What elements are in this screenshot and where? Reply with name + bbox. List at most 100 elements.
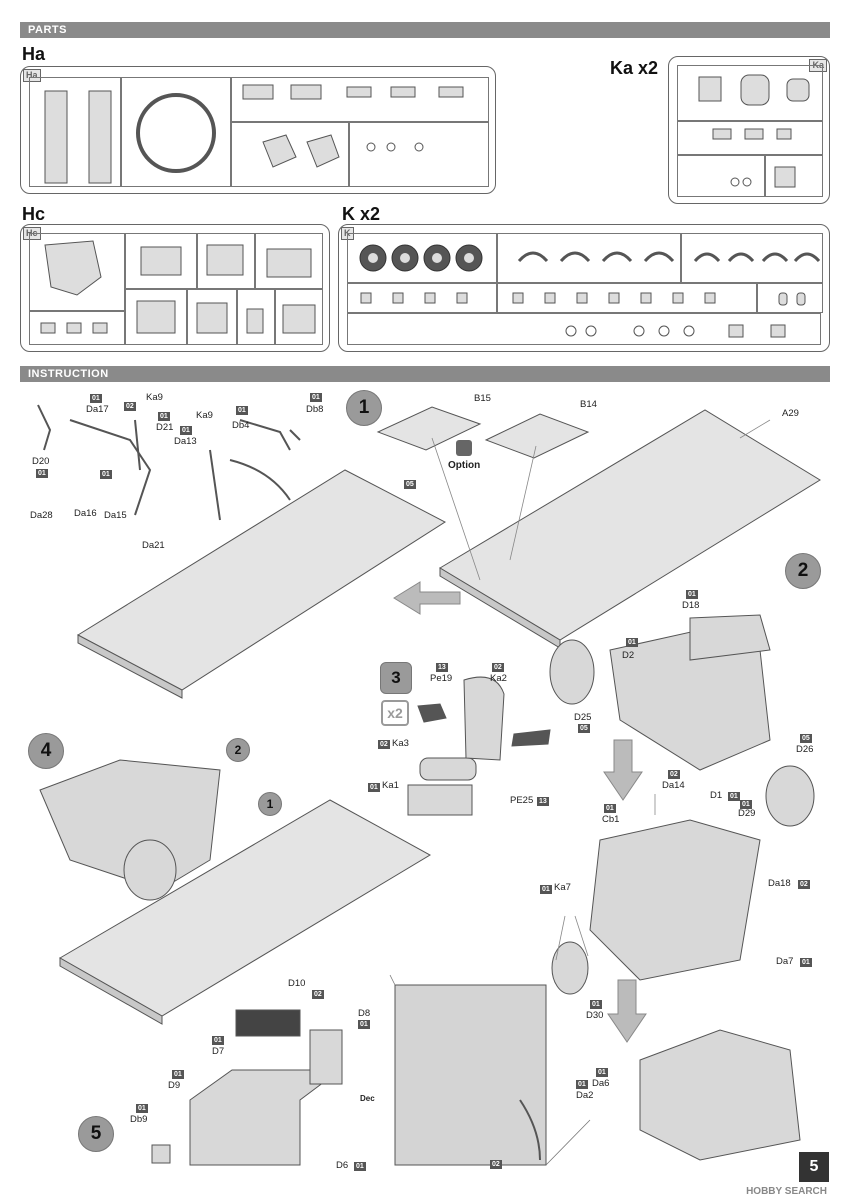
sprue-ha-title: Ha — [22, 44, 46, 64]
part-label-db4: Db4 — [232, 420, 250, 431]
part-code: 01 — [310, 393, 322, 402]
sprue-hc-cell — [29, 233, 125, 311]
sprue-hc-cell — [29, 311, 125, 345]
part-label-ka2: Ka2 — [490, 673, 507, 684]
sprue-ka-parts-drawing — [698, 74, 810, 188]
sprue-ka-frame: Ka — [668, 56, 830, 204]
part-label-d9: D9 — [168, 1080, 181, 1091]
part-code: 01 — [626, 638, 638, 647]
part-label-d2: D2 — [622, 650, 635, 661]
part-code: 01 — [180, 426, 192, 435]
part-label-db9: Db9 — [130, 1114, 148, 1125]
sprue-k-cell — [497, 233, 681, 283]
sprue-k-cell — [347, 313, 821, 345]
part-label-da17: Da17 — [86, 404, 109, 415]
sprue-ka-cell — [677, 155, 765, 197]
part-code: 01 — [90, 394, 102, 403]
sprue-k-parts-drawing — [359, 244, 821, 338]
step-3-multiplier: x2 — [381, 700, 409, 726]
subassembly-ref-1: 1 — [258, 792, 282, 816]
sprue-ha-cell — [231, 77, 489, 122]
part-code: 01 — [740, 800, 752, 809]
step-2-number: 2 — [785, 553, 821, 589]
part-label-b15: B15 — [474, 393, 491, 404]
part-code: 01 — [368, 783, 380, 792]
part-label-b14: B14 — [580, 399, 597, 410]
sprue-hc-cell — [197, 233, 255, 289]
part-label-d7: D7 — [212, 1046, 225, 1057]
part-code: 05 — [800, 734, 812, 743]
part-code: 02 — [798, 880, 810, 889]
part-code: 01 — [354, 1162, 366, 1171]
step-5-number: 5 — [78, 1116, 114, 1152]
part-code: 02 — [492, 663, 504, 672]
part-code: 01 — [686, 590, 698, 599]
sprue-k-title: K x2 — [342, 204, 381, 224]
part-label-pe19: Pe19 — [430, 673, 453, 684]
sprue-hc-frame: Hc — [20, 224, 330, 352]
sprue-hc-cell — [125, 233, 197, 289]
part-code: 01 — [136, 1104, 148, 1113]
part-label-ka9: Ka9 — [196, 410, 213, 421]
part-label-da6: Da6 — [592, 1078, 610, 1089]
part-label-da16: Da16 — [74, 508, 97, 519]
part-code: 01 — [590, 1000, 602, 1009]
part-code: 01 — [358, 1020, 370, 1029]
parts-header: PARTS — [20, 22, 830, 38]
part-label-d26: D26 — [796, 744, 814, 755]
sprue-k-cell — [757, 283, 823, 313]
part-code: 13 — [436, 663, 448, 672]
part-label-pe25: PE25 — [510, 795, 534, 806]
part-label-d8: D8 — [358, 1008, 371, 1019]
part-label-da14: Da14 — [662, 780, 685, 791]
sprue-ha-cell — [29, 77, 121, 187]
part-label-da2: Da2 — [576, 1090, 594, 1101]
sprue-hc-cell — [255, 233, 323, 289]
sprue-hc-cell — [125, 289, 187, 345]
part-code: 01 — [172, 1070, 184, 1079]
part-label-d21: D21 — [156, 422, 174, 433]
part-code: 01 — [540, 885, 552, 894]
part-code: 02 — [490, 1160, 502, 1169]
part-code: 02 — [312, 990, 324, 999]
part-label-db8: Db8 — [306, 404, 324, 415]
watermark-text: HOBBY SEARCH — [746, 1186, 827, 1197]
part-label-d29: D29 — [738, 808, 756, 819]
sprue-k-cell — [681, 233, 823, 283]
part-label-ka9: Ka9 — [146, 392, 163, 403]
part-code: 01 — [596, 1068, 608, 1077]
part-code: 05 — [578, 724, 590, 733]
sprue-ka-title: Ka x2 — [610, 58, 659, 78]
sprue-ka-cell — [677, 121, 823, 155]
sprue-ha-parts-drawing — [44, 84, 464, 184]
part-label-d30: D30 — [586, 1010, 604, 1021]
sprue-ha-frame: Ha — [20, 66, 496, 194]
part-code: 01 — [100, 470, 112, 479]
step-1-number: 1 — [346, 390, 382, 426]
part-code: 01 — [212, 1036, 224, 1045]
subassembly-ref-2: 2 — [226, 738, 250, 762]
part-code: 01 — [158, 412, 170, 421]
part-code: 01 — [36, 469, 48, 478]
sprue-hc-parts-drawing — [40, 240, 316, 334]
sprue-ka-cell — [677, 65, 823, 121]
part-label-cb1: Cb1 — [602, 814, 620, 825]
sprue-ha-cell — [349, 122, 489, 187]
part-label-d20: D20 — [32, 456, 50, 467]
part-code: 05 — [404, 480, 416, 489]
sprue-hc-cell — [275, 289, 323, 345]
part-label-d10: D10 — [288, 978, 306, 989]
option-label: Option — [448, 460, 481, 471]
part-label-ka3: Ka3 — [392, 738, 409, 749]
part-code: 01 — [800, 958, 812, 967]
part-code: 02 — [124, 402, 136, 411]
step-3-number: 3 — [380, 662, 412, 694]
part-label-d1: D1 — [710, 790, 723, 801]
page-number: 5 — [799, 1152, 829, 1182]
sprue-hc-cell — [237, 289, 275, 345]
part-label-ka1: Ka1 — [382, 780, 399, 791]
part-label-ka7: Ka7 — [554, 882, 571, 893]
sprue-k-cell — [347, 283, 497, 313]
part-code: 02 — [668, 770, 680, 779]
